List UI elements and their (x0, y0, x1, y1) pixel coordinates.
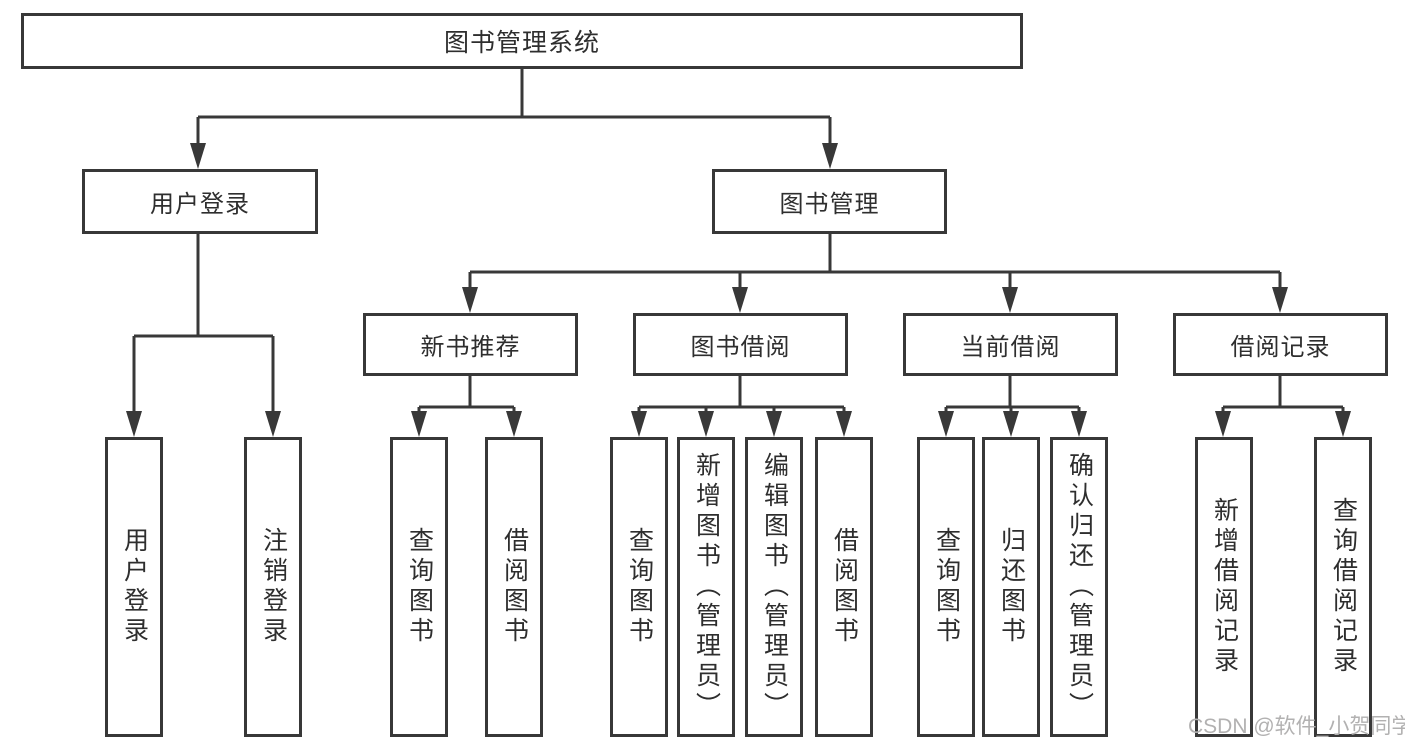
leaf-borrow-books-recommend: 借阅图书 (485, 437, 543, 737)
node-label: 确认归还（管理员） (1065, 452, 1094, 722)
leaf-borrow-books: 借阅图书 (815, 437, 873, 737)
leaf-query-books-borrow: 查询图书 (610, 437, 668, 737)
node-label: 图书管理系统 (443, 29, 600, 57)
leaf-edit-books-admin: 编辑图书（管理员） (745, 437, 803, 737)
node-label: 新书推荐 (420, 334, 521, 361)
node-label: 注销登录 (259, 527, 288, 647)
node-label: 图书借阅 (690, 334, 791, 361)
leaf-logout: 注销登录 (244, 437, 302, 737)
leaf-query-books-recommend: 查询图书 (390, 437, 448, 737)
node-label: 查询图书 (625, 527, 654, 647)
arrowheads (126, 143, 1351, 437)
node-label: 借阅记录 (1230, 334, 1331, 361)
leaf-query-borrow-record: 查询借阅记录 (1314, 437, 1372, 737)
leaf-confirm-return-admin: 确认归还（管理员） (1050, 437, 1108, 737)
node-borrow-records: 借阅记录 (1173, 313, 1388, 376)
node-label: 查询图书 (405, 527, 434, 647)
node-current-borrow: 当前借阅 (903, 313, 1118, 376)
csdn-watermark: CSDN @软件_小贺同学 (1188, 715, 1405, 738)
node-label: 查询借阅记录 (1329, 497, 1358, 677)
node-label: 编辑图书（管理员） (760, 452, 789, 722)
node-book-borrow: 图书借阅 (633, 313, 848, 376)
node-label: 用户登录 (150, 191, 250, 218)
node-label: 归还图书 (997, 527, 1026, 647)
node-label: 当前借阅 (960, 334, 1061, 361)
node-user-login: 用户登录 (82, 169, 318, 234)
tree-edges (132, 69, 1345, 413)
node-label: 新增图书（管理员） (692, 452, 721, 722)
node-label: 图书管理 (779, 191, 880, 218)
node-label: 借阅图书 (830, 527, 859, 647)
leaf-user-login: 用户登录 (105, 437, 163, 737)
leaf-query-books-current: 查询图书 (917, 437, 975, 737)
node-library-management-system: 图书管理系统 (21, 13, 1023, 69)
node-label: 查询图书 (932, 527, 961, 647)
node-book-management: 图书管理 (712, 169, 947, 234)
node-new-book-recommend: 新书推荐 (363, 313, 578, 376)
leaf-return-books: 归还图书 (982, 437, 1040, 737)
node-label: 借阅图书 (500, 527, 529, 647)
leaf-add-borrow-record: 新增借阅记录 (1195, 437, 1253, 737)
leaf-add-books-admin: 新增图书（管理员） (677, 437, 735, 737)
node-label: 用户登录 (120, 527, 149, 647)
node-label: 新增借阅记录 (1210, 497, 1239, 677)
